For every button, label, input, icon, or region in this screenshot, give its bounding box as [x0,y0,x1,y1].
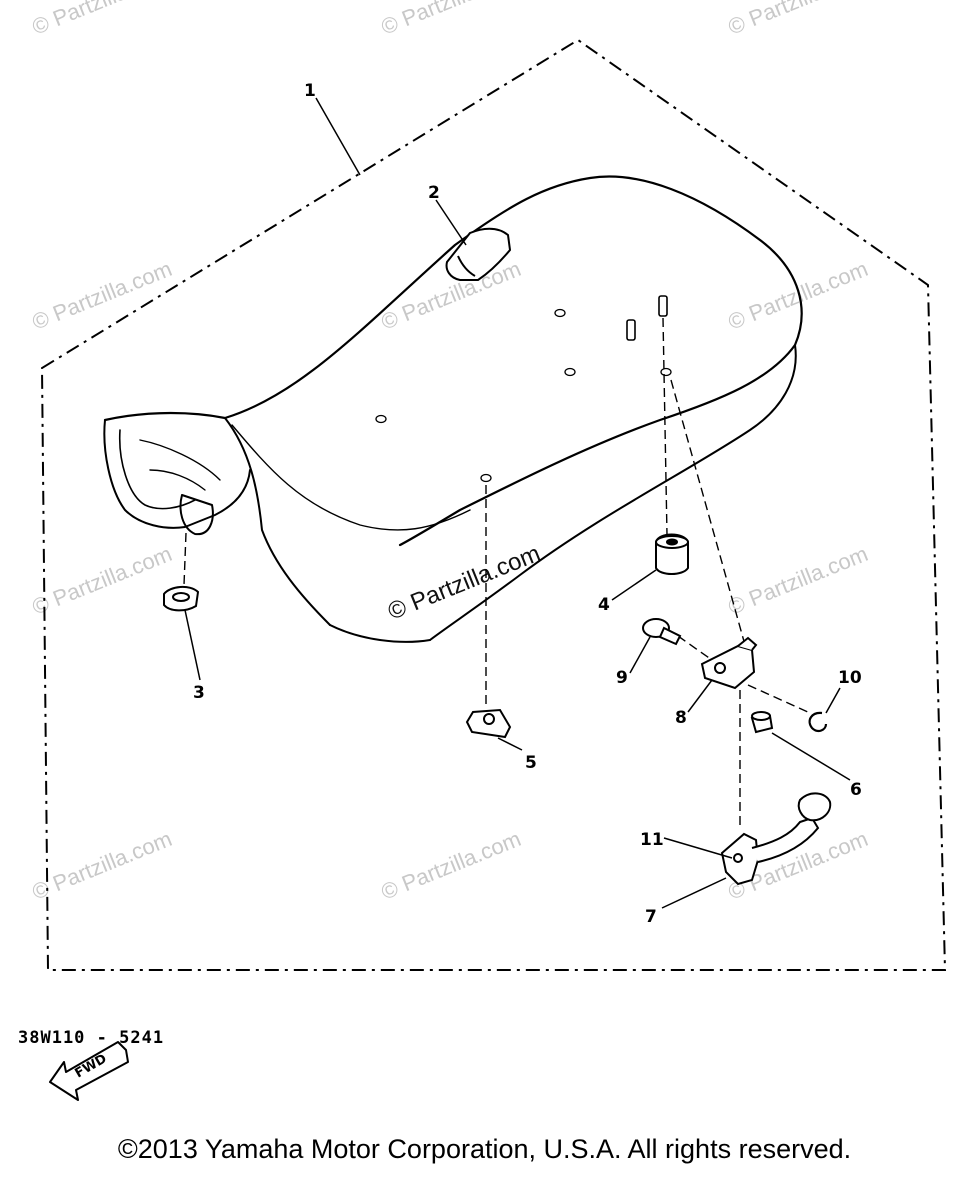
stud [658,295,668,317]
seat-contour [231,424,471,531]
callout-5: 5 [525,753,537,773]
seat-holes [375,308,672,483]
callout-1: 1 [304,81,316,101]
watermark-text: © Partzilla.com [725,541,872,620]
seat-assembly [103,175,803,643]
watermark-text: © Partzilla.com [725,0,872,40]
part-5-nut [465,708,512,739]
callout-3: 3 [193,683,205,703]
callout-4: 4 [598,595,610,615]
hole-mark [480,473,492,483]
part-2-strap [445,227,512,281]
part-3-damper [163,586,200,612]
hole-mark [554,308,566,318]
part-4-damper [655,533,689,575]
watermark-center-text: © Partzilla.com [384,540,544,626]
seat-lower-edge [429,344,797,641]
part-8-bracket [700,636,758,690]
hole-mark [564,367,576,377]
seat-front-edge [224,417,331,626]
watermark-text: © Partzilla.com [29,826,176,905]
seat-studs [626,295,668,341]
callout-10: 10 [838,668,862,688]
watermark-text: © Partzilla.com [378,0,525,40]
part-9-bolt [642,618,682,646]
copyright-notice: ©2013 Yamaha Motor Corporation, U.S.A. A… [117,1134,852,1164]
fwd-arrow-icon: FWD [49,1041,129,1101]
watermark-text: © Partzilla.com [29,541,176,620]
watermark-text: © Partzilla.com [29,0,176,40]
assembly-boundary [40,38,947,971]
callout-9: 9 [616,668,628,688]
watermark-text: © Partzilla.com [725,256,872,335]
part-7-seat-lock [720,792,832,886]
watermark-text: © Partzilla.com [378,826,525,905]
callout-11: 11 [640,830,664,850]
watermark-text: © Partzilla.com [29,256,176,335]
hole-mark [375,414,387,424]
seat-rear-rib [139,439,221,481]
seat-rear-rib [149,469,206,491]
part-10-clip [808,711,828,733]
hole-mark [660,367,672,377]
stud [626,319,636,341]
part-6-collar [750,711,774,734]
callout-labels: 1 2 3 4 5 6 7 8 9 10 11 [193,81,862,927]
callout-7: 7 [645,907,657,927]
seat-rear-inner [118,429,196,510]
watermark-layer: © Partzilla.com © Partzilla.com © Partzi… [29,0,872,905]
callout-2: 2 [428,183,440,203]
leader-lines [184,97,851,909]
seat-rear-frame [103,419,251,529]
callout-6: 6 [850,780,862,800]
seat-base-edge [329,624,431,643]
seat-rear-tab [179,494,214,536]
seat-top-outline [103,175,803,547]
part-code: 38W110 - 5241 [18,1028,165,1048]
assembly-lines [183,317,811,825]
callout-8: 8 [675,708,687,728]
